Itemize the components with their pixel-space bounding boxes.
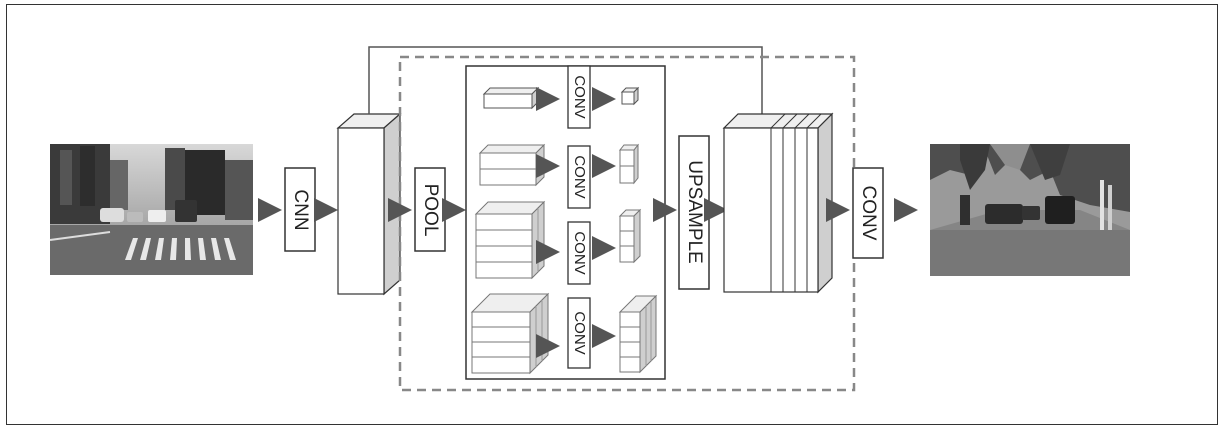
cnn-box: CNN: [285, 168, 315, 251]
branch-1: CONV: [484, 66, 638, 128]
conv-final-box: CONV: [853, 168, 883, 258]
cnn-label: CNN: [290, 189, 311, 230]
input-image: [50, 144, 253, 275]
segmentation-output-image: [930, 144, 1130, 276]
pool-label: POOL: [420, 184, 441, 237]
conv-final-label: CONV: [858, 186, 879, 241]
branch-2: CONV: [480, 145, 638, 208]
concat-feature-block: [724, 114, 832, 292]
conv-label-2: CONV: [571, 155, 588, 198]
branch-3: CONV: [476, 202, 640, 284]
pool-box: POOL: [415, 168, 445, 251]
conv-label-4: CONV: [571, 311, 588, 354]
upsample-box: UPSAMPLE: [679, 136, 709, 289]
conv-label-3: CONV: [571, 231, 588, 274]
conv-label-1: CONV: [571, 75, 588, 118]
branch-4: CONV: [472, 294, 656, 373]
feature-map-block: [338, 114, 400, 294]
upsample-label: UPSAMPLE: [684, 160, 705, 263]
